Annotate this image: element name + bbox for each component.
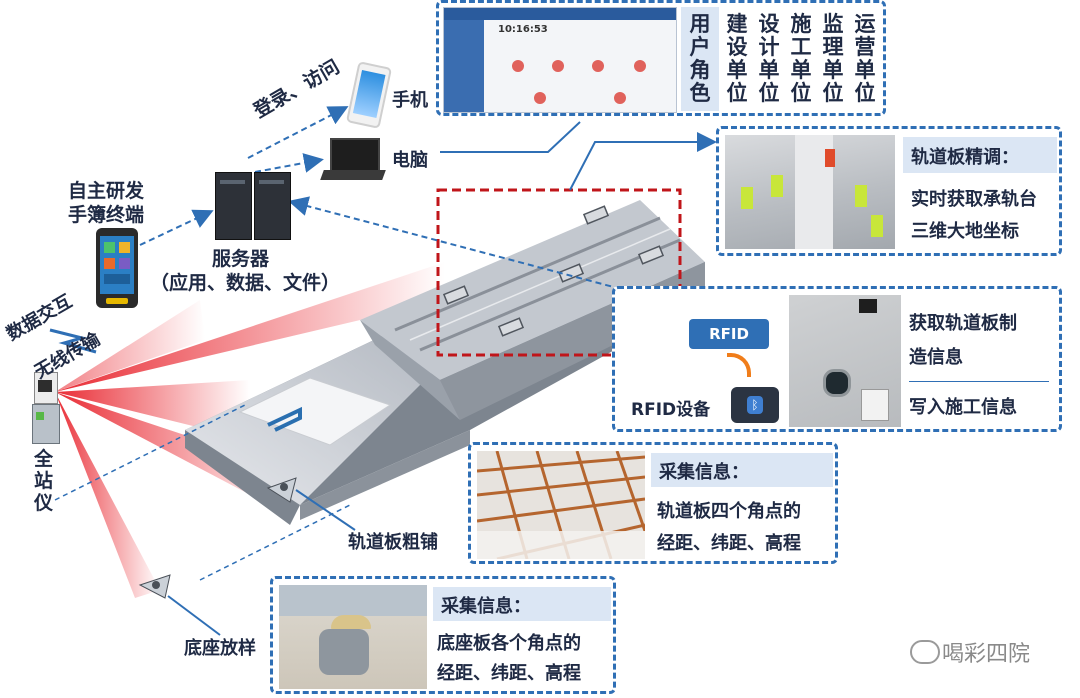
- rfid-divider: [909, 381, 1049, 382]
- bluetooth-device-icon: ᛒ: [731, 387, 779, 423]
- collect-base-line2: 经距、纬距、高程: [437, 663, 581, 684]
- watermark-text: 喝彩四院: [942, 642, 1031, 667]
- fine-tune-highlight-box: [436, 188, 682, 357]
- web-app-screenshot: 10:16:53: [443, 7, 677, 113]
- user-role-title: 用户角色: [689, 12, 711, 105]
- collect-plate-box: 采集信息： 轨道板四个角点的 经距、纬距、高程: [468, 442, 838, 564]
- server-icon: [215, 172, 291, 240]
- collect-base-line1: 底座板各个角点的: [437, 633, 581, 654]
- self-dev-label: 自主研发: [68, 180, 145, 202]
- fine-tune-line2: 三维大地坐标: [911, 221, 1019, 242]
- prism-marker-plate: [266, 477, 297, 503]
- wireless-zigzag-icon: [49, 328, 97, 354]
- screen-clock: 10:16:53: [498, 24, 548, 35]
- fine-tune-photo: [725, 135, 895, 249]
- rough-lay-label: 轨道板粗铺: [348, 532, 438, 553]
- rfid-tag-text: RFID: [709, 325, 749, 343]
- wifi-signal-icon: [727, 353, 751, 377]
- fine-tune-box: 轨道板精调： 实时获取承轨台 三维大地坐标: [716, 126, 1062, 256]
- prism-marker-base: [138, 574, 171, 599]
- total-station-icon: [30, 372, 60, 444]
- rfid-line2: 造信息: [909, 347, 963, 368]
- role-construction-owner: 建设单位: [726, 12, 748, 105]
- terminal-screen: [100, 236, 134, 294]
- collect-base-box: 采集信息： 底座板各个角点的 经距、纬距、高程: [270, 576, 616, 694]
- rebar-photo: [477, 451, 645, 559]
- role-contractor: 施工单位: [790, 12, 812, 105]
- role-supervisor: 监理单位: [822, 12, 844, 105]
- handbook-terminal-device: [96, 228, 138, 308]
- rfid-line1: 获取轨道板制: [909, 313, 1017, 334]
- collect-base-title: 采集信息：: [433, 587, 611, 621]
- rfid-device-label: RFID设备: [631, 400, 711, 420]
- computer-label: 电脑: [392, 150, 428, 171]
- server-sub-label: （应用、数据、文件）: [150, 272, 341, 294]
- sight-lines: [54, 404, 351, 581]
- server-label: 服务器: [212, 248, 270, 270]
- rfid-box: RFID ᛒ RFID设备 获取轨道板制 造信息 写入施工信息: [612, 286, 1062, 432]
- mobile-label: 手机: [392, 90, 428, 111]
- laptop-icon: [320, 138, 386, 186]
- rfid-line3: 写入施工信息: [909, 397, 1017, 418]
- user-role-box: 10:16:53 用户角色 建设单位 设计单位 施工单位 监理单位 运营单位: [436, 0, 886, 116]
- rfid-photo: [789, 295, 901, 427]
- user-role-header: [681, 7, 719, 111]
- total-station-label: 全站仪: [34, 448, 54, 514]
- fine-tune-line1: 实时获取承轨台: [911, 189, 1037, 210]
- base-layout-label: 底座放样: [184, 638, 256, 659]
- connector-arrows: [139, 106, 717, 636]
- rfid-tag: RFID: [689, 319, 769, 349]
- handbook-terminal-label: 手簿终端: [68, 204, 145, 226]
- rebar-grid-graphic: [477, 451, 645, 559]
- collect-plate-line1: 轨道板四个角点的: [657, 501, 801, 522]
- collect-plate-title: 采集信息：: [651, 453, 833, 487]
- fine-tune-title: 轨道板精调：: [903, 137, 1057, 173]
- worker-photo: [279, 585, 427, 689]
- collect-plate-line2: 经距、纬距、高程: [657, 533, 801, 554]
- rail-fasteners: [442, 205, 665, 337]
- wechat-icon: [910, 640, 940, 664]
- role-design: 设计单位: [758, 12, 780, 105]
- role-operator: 运营单位: [854, 12, 876, 105]
